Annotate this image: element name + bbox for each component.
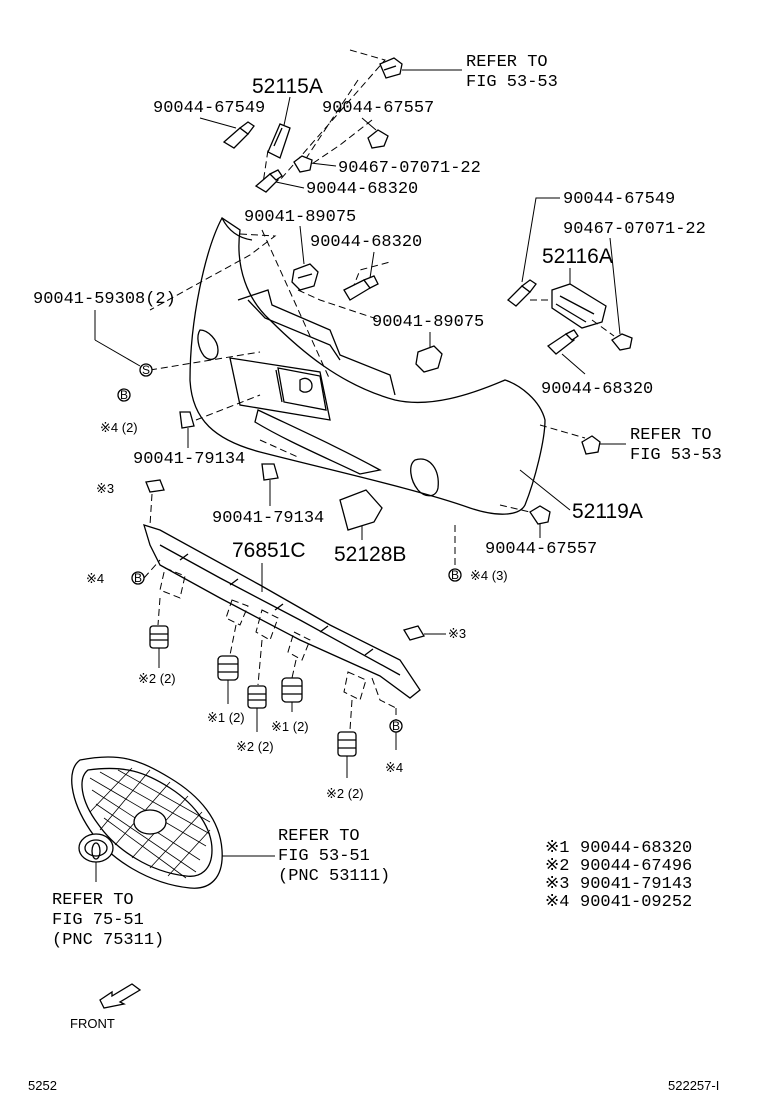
marker-b-left: B (120, 388, 128, 402)
part-90044-67549-top: 90044-67549 (153, 99, 265, 118)
part-90467-07071-22-right: 90467-07071-22 (563, 220, 706, 239)
grommet-x1-b (281, 677, 303, 703)
part-90044-67549-right: 90044-67549 (563, 190, 675, 209)
part-90044-68320-mid: 90044-68320 (310, 233, 422, 252)
clip-90467-right (611, 333, 633, 351)
refer-75-51-line1: REFER TO (52, 891, 134, 910)
nut-90044-67557-right (529, 505, 551, 525)
refer-75-51-line2: FIG 75-51 (52, 911, 144, 930)
grommet-x2-a (149, 625, 169, 649)
note-x2-2-a: ※2 (2) (138, 671, 176, 686)
clip-x3-left (145, 479, 165, 493)
part-90041-79134-center: 90041-79134 (212, 509, 324, 528)
part-90467-07071-22-top: 90467-07071-22 (338, 159, 481, 178)
retainer-76851C (143, 524, 421, 699)
part-76851C: 76851C (232, 539, 306, 562)
note-x2-2-c: ※2 (2) (326, 786, 364, 801)
part-52119A: 52119A (572, 500, 643, 523)
part-90041-89075-top: 90041-89075 (244, 208, 356, 227)
note-x4-3: ※4 (3) (470, 568, 508, 583)
front-label: FRONT (70, 1016, 115, 1031)
legend-part-2: 90044-67496 (580, 857, 692, 876)
grommet-x1-a (217, 655, 239, 681)
legend-mark-2: ※2 (545, 857, 569, 876)
grommet-x2-b (247, 685, 267, 709)
part-90041-89075-right: 90041-89075 (372, 313, 484, 332)
refer-53-51-line3: (PNC 53111) (278, 867, 390, 886)
marker-b-lower-left: B (134, 571, 142, 585)
note-x3-right: ※3 (448, 626, 466, 641)
part-90044-68320-top: 90044-68320 (306, 180, 418, 199)
refer-53-51-line1: REFER TO (278, 827, 360, 846)
clip-refer-top (379, 57, 403, 79)
clip-90041-89075-right (415, 345, 443, 373)
legend-mark-4: ※4 (545, 893, 569, 912)
note-x2-2-b: ※2 (2) (236, 739, 274, 754)
nut-90044-67557-top (367, 129, 389, 149)
part-90044-68320-right: 90044-68320 (541, 380, 653, 399)
marker-b-lower-right: B (392, 719, 400, 733)
bracket-52116A (551, 283, 607, 329)
bolt-90044-68320-right (546, 329, 579, 355)
bolt-90044-68320-top (254, 169, 283, 193)
refer-53-53-top-line2: FIG 53-53 (466, 73, 558, 92)
part-90041-79134-left: 90041-79134 (133, 450, 245, 469)
clip-90041-79134-left (179, 411, 195, 429)
bolt-90044-67549-right (507, 279, 537, 307)
note-x3-left: ※3 (96, 481, 114, 496)
part-90041-59308: 90041-59308(2) (33, 290, 176, 309)
clip-90041-89075-top (291, 263, 319, 291)
bolt-b-marker-center: B (448, 568, 462, 582)
bolt-90044-68320-mid (343, 275, 379, 301)
part-90044-67557-right: 90044-67557 (485, 540, 597, 559)
refer-53-53-right-line2: FIG 53-53 (630, 446, 722, 465)
part-52128B: 52128B (334, 543, 406, 566)
bolt-b-marker-left: B (117, 388, 131, 402)
note-x4-right: ※4 (385, 760, 403, 775)
clip-refer-right (581, 435, 601, 455)
legend-part-4: 90041-09252 (580, 893, 692, 912)
refer-53-51-line2: FIG 53-51 (278, 847, 370, 866)
screw-mark-s: S (142, 363, 150, 377)
note-x1-2-b: ※1 (2) (271, 719, 309, 734)
grommet-x2-c (337, 731, 357, 757)
grille-assembly (71, 756, 223, 889)
legend: ※1 90044-68320 ※2 90044-67496 ※3 90041-7… (545, 839, 692, 912)
bracket-52115A (267, 123, 291, 159)
clip-90467-top (293, 155, 313, 173)
part-52116A: 52116A (542, 245, 613, 268)
bumper-cover-52119A (189, 217, 546, 515)
page-number-right: 522257-I (668, 1078, 719, 1093)
refer-53-53-top-line1: REFER TO (466, 53, 548, 72)
marker-b-center: B (451, 568, 459, 582)
toyota-emblem-icon (78, 833, 114, 863)
arrow-front-icon (99, 983, 142, 1009)
page-number-left: 5252 (28, 1078, 57, 1093)
bolt-90044-67549-top (222, 121, 255, 149)
note-x4-left: ※4 (86, 571, 104, 586)
legend-part-1: 90044-68320 (580, 839, 692, 858)
bolt-b-marker-lower-left: B (131, 571, 145, 585)
note-x1-2-a: ※1 (2) (207, 710, 245, 725)
clip-90041-79134-center (261, 463, 279, 481)
screw-90041-59308: S (139, 363, 153, 377)
part-90044-67557-top: 90044-67557 (322, 99, 434, 118)
refer-53-53-right-line1: REFER TO (630, 426, 712, 445)
cover-52128B (339, 489, 383, 531)
refer-75-51-line3: (PNC 75311) (52, 931, 164, 950)
clip-x3-right (403, 625, 425, 641)
legend-mark-3: ※3 (545, 875, 569, 894)
part-52115A: 52115A (252, 75, 323, 98)
legend-mark-1: ※1 (545, 839, 569, 858)
bolt-b-marker-lower-right: B (389, 719, 403, 733)
legend-part-3: 90041-79143 (580, 875, 692, 894)
note-x4-2-left: ※4 (2) (100, 420, 138, 435)
